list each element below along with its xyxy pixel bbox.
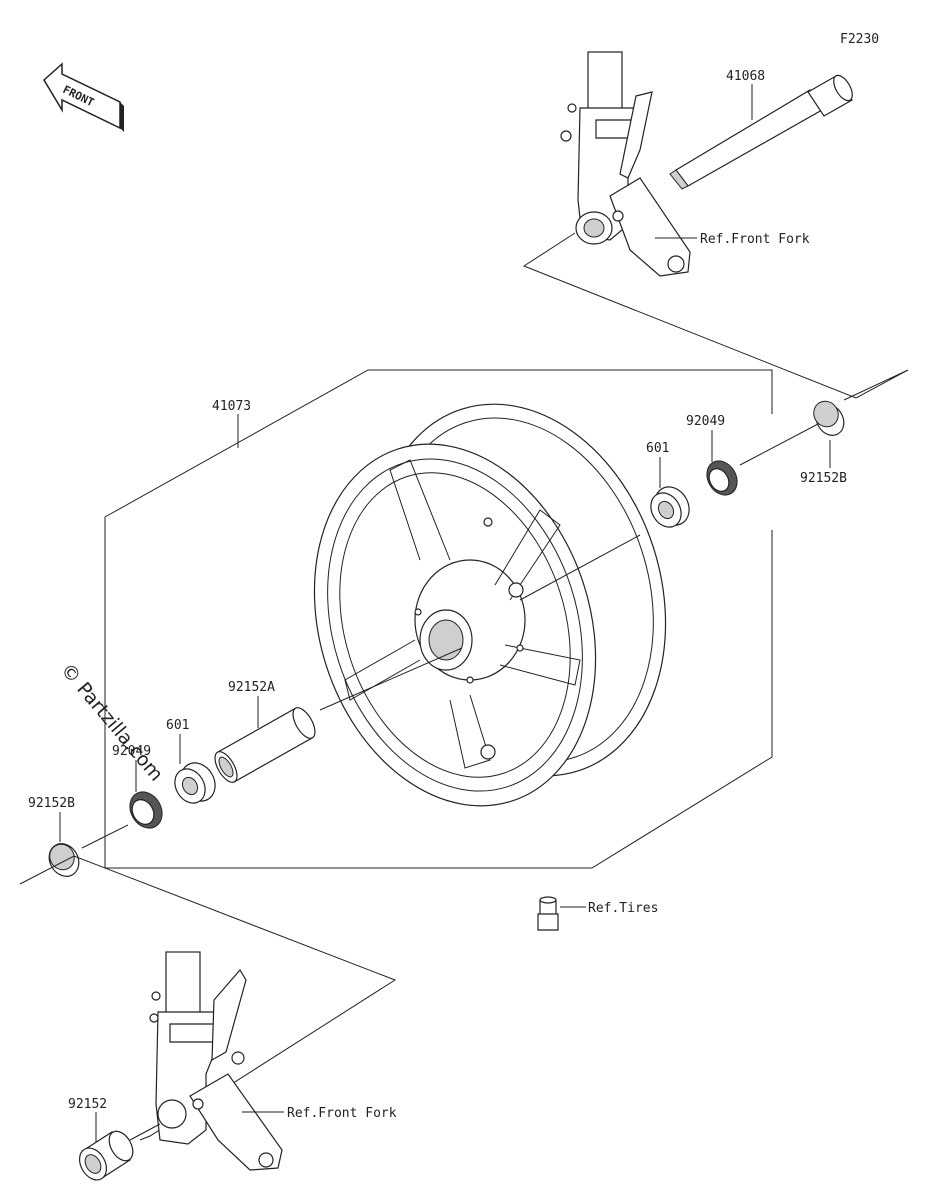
label-601-left: 601: [166, 718, 189, 733]
seal-92049-right: [706, 460, 738, 496]
front-fork-upper: [560, 51, 691, 277]
reference-line-bottom: [19, 855, 397, 1141]
label-41073: 41073: [212, 399, 251, 414]
wheel-group-box: [104, 369, 773, 869]
front-arrow-icon: FRONT: [43, 62, 124, 132]
front-fork-lower: [149, 951, 283, 1171]
label-601-right: 601: [646, 441, 669, 456]
label-92152b-right: 92152B: [800, 471, 847, 486]
axis-line-right: [519, 534, 641, 601]
seal-92049-left: [129, 791, 163, 829]
bearing-601-right: [650, 486, 690, 528]
label-92049-right: 92049: [686, 414, 725, 429]
axle-41068: [669, 74, 853, 190]
collar-92152b-right: [813, 400, 845, 436]
label-fork-top: Ref.Front Fork: [700, 232, 810, 247]
label-41068: 41068: [726, 69, 765, 84]
front-wheel-41073: [313, 403, 667, 807]
diagram-code: F2230: [840, 32, 879, 47]
label-92049-left: 92049: [112, 744, 151, 759]
label-92152a: 92152A: [228, 680, 275, 695]
tire-valve-icon: [537, 896, 559, 931]
label-tires: Ref.Tires: [588, 901, 658, 916]
label-92152b-left: 92152B: [28, 796, 75, 811]
watermark: © Partzilla.com: [56, 659, 167, 785]
reference-line-top: [522, 232, 909, 401]
label-92152: 92152: [68, 1097, 107, 1112]
bearing-601-left: [174, 762, 216, 804]
spacer-92152a: [214, 707, 316, 783]
collar-92152b-left: [48, 843, 80, 877]
label-fork-bottom: Ref.Front Fork: [287, 1106, 397, 1121]
axis-line-left: [319, 647, 463, 711]
collar-92152: [78, 1130, 134, 1181]
